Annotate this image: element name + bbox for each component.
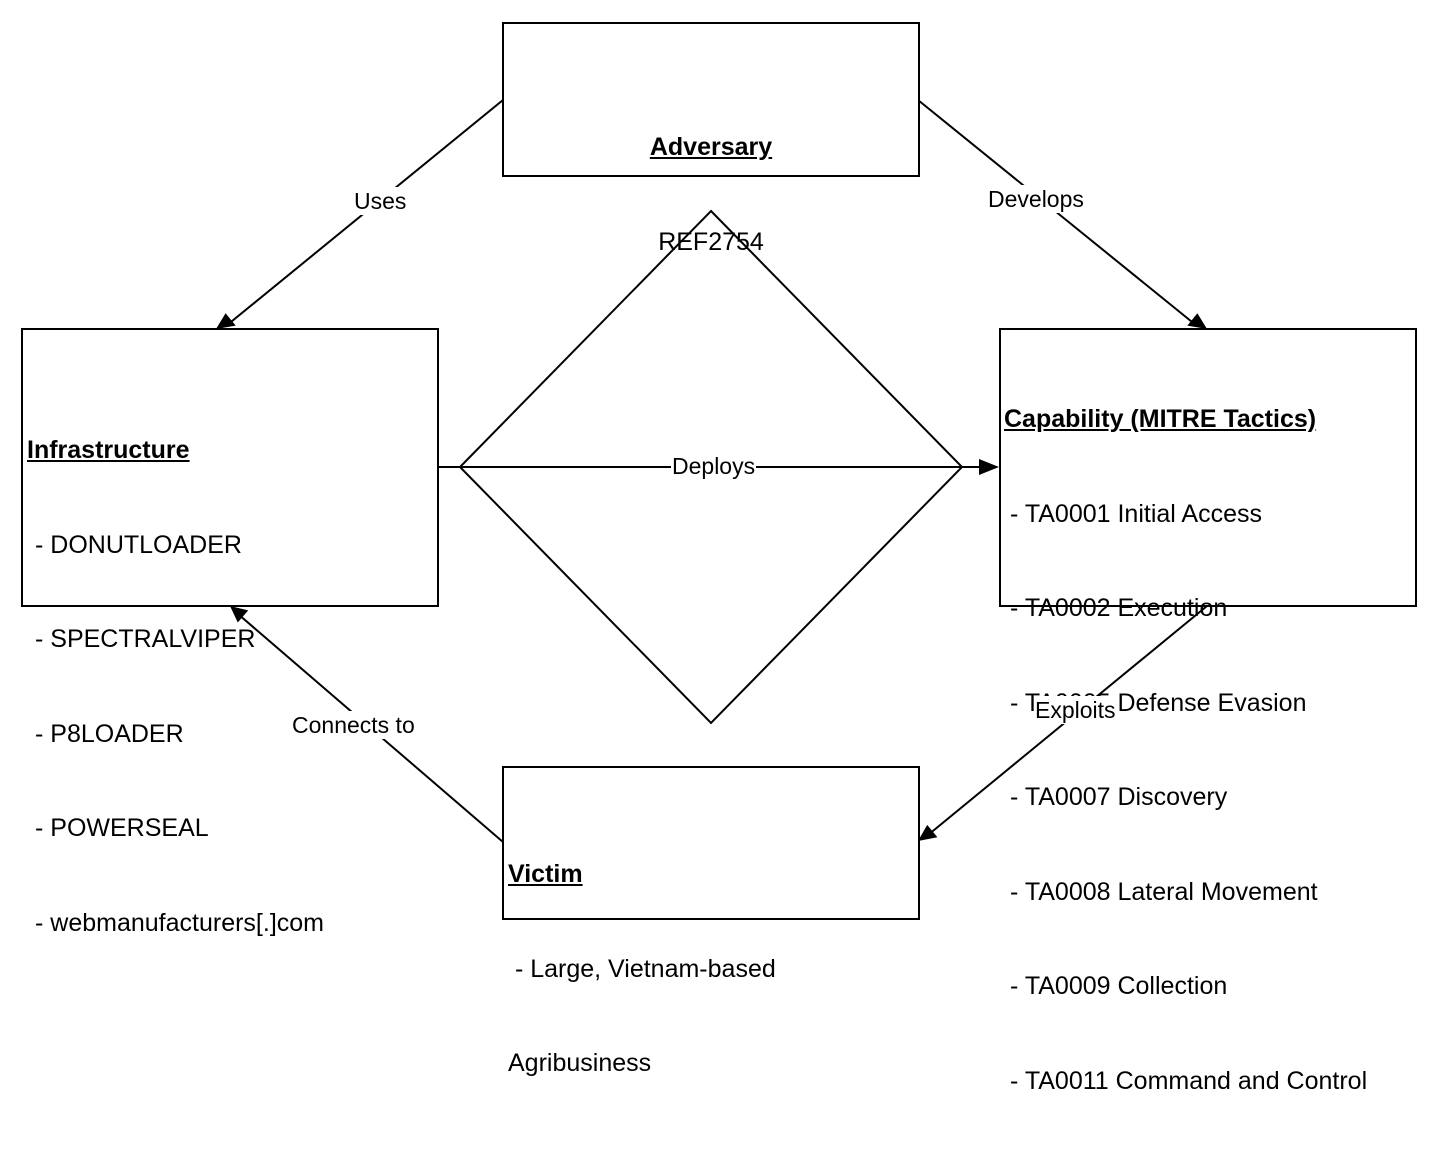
victim-description-line1: - Large, Vietnam-based: [508, 954, 776, 983]
infrastructure-box: Infrastructure - DONUTLOADER - SPECTRALV…: [21, 328, 439, 937]
infrastructure-item: - P8LOADER: [35, 719, 184, 748]
capability-item: - TA0007 Discovery: [1010, 783, 1228, 811]
adversary-value: REF2754: [658, 227, 764, 256]
exploits-label: Exploits: [1034, 696, 1117, 724]
infrastructure-item: - webmanufacturers[.]com: [35, 908, 324, 937]
capability-item: - TA0001 Initial Access: [1010, 499, 1262, 528]
capability-item: - TA0009 Collection: [1010, 972, 1228, 1000]
infrastructure-item: - SPECTRALVIPER: [35, 625, 256, 653]
capability-title: Capability (MITRE Tactics): [1004, 405, 1317, 433]
adversary-box: Adversary REF2754: [502, 22, 920, 256]
victim-title: Victim: [508, 860, 583, 888]
develops-arrowhead: [1187, 313, 1207, 329]
diamond-shape: [458, 209, 964, 725]
capability-item: - TA0002 Execution: [1010, 594, 1228, 622]
exploits-arrowhead: [918, 824, 938, 841]
victim-box: Victim - Large, Vietnam-based Agribusine…: [502, 766, 920, 1077]
deploys-label: Deploys: [671, 452, 757, 480]
victim-description-line2: Agribusiness: [508, 1049, 652, 1077]
capability-box: Capability (MITRE Tactics) - TA0001 Init…: [999, 328, 1417, 1095]
adversary-title: Adversary: [649, 133, 773, 161]
develops-edge: [917, 99, 1198, 327]
uses-label: Uses: [353, 187, 408, 215]
develops-label: Develops: [987, 185, 1085, 213]
capability-item: - TA0011 Command and Control: [1010, 1066, 1368, 1095]
connects-to-arrowhead: [230, 606, 249, 623]
uses-arrowhead: [216, 313, 236, 329]
infrastructure-item: - POWERSEAL: [35, 814, 209, 842]
deploys-arrowhead: [979, 459, 999, 475]
infrastructure-item: - DONUTLOADER: [35, 530, 242, 559]
capability-item: - TA0008 Lateral Movement: [1010, 877, 1318, 906]
infrastructure-title: Infrastructure: [27, 436, 190, 464]
connects-to-label: Connects to: [291, 711, 416, 739]
